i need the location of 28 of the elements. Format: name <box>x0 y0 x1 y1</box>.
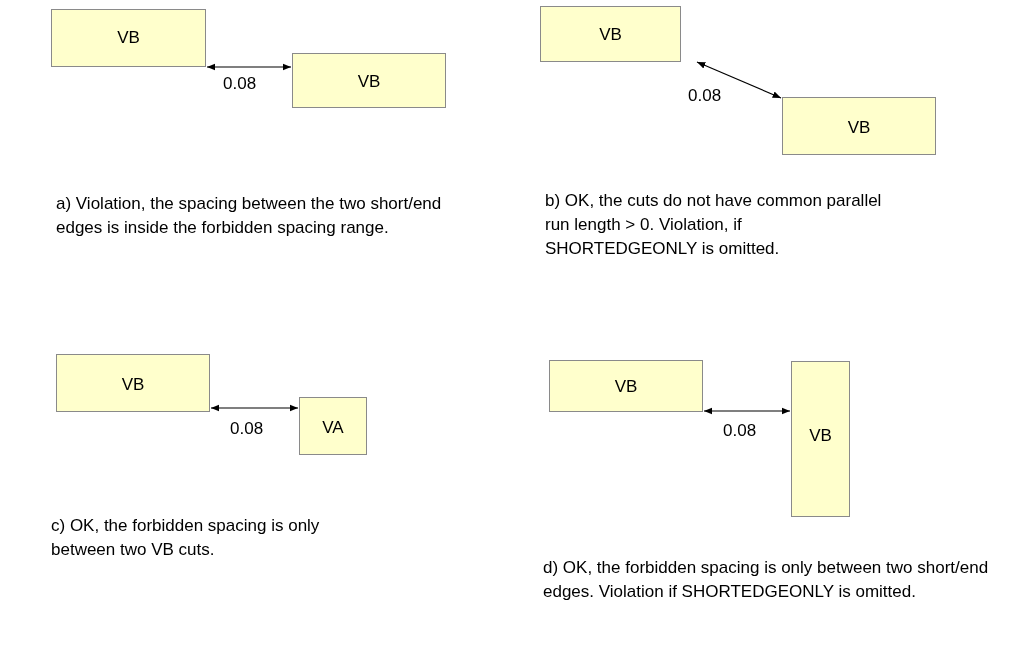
caption: c) OK, the forbidden spacing is only between two VB cuts. <box>51 515 321 561</box>
caption: a) Violation, the spacing between the two short/end edges is inside the forbidden spacing range. <box>56 193 443 239</box>
cut-label: VB <box>613 377 639 397</box>
cut-box <box>299 397 367 455</box>
caption: b) OK, the cuts do not have common parallel run length > 0. Violation, if SHORTEDGEONLY is omitted. <box>545 190 883 260</box>
edge-label: 0.08 <box>688 85 722 107</box>
cut-box <box>51 9 206 67</box>
double-arrow <box>696 61 782 99</box>
double-arrow <box>206 63 292 71</box>
cut-label: VB <box>846 118 872 138</box>
cut-label: VB <box>356 72 382 92</box>
edge-label: 0.08 <box>223 73 257 95</box>
caption: d) OK, the forbidden spacing is only between two short/end edges. Violation if SHORTEDGEONLY is omitted. <box>543 557 990 603</box>
cut-label: VA <box>321 418 345 438</box>
cut-box <box>549 360 703 412</box>
edge-label: 0.08 <box>230 418 264 440</box>
cut-label: VB <box>808 426 833 446</box>
cut-box <box>292 53 446 108</box>
cut-box <box>782 97 936 155</box>
cut-label: VB <box>116 28 141 48</box>
cut-label: VB <box>598 25 623 45</box>
double-arrow <box>210 404 299 412</box>
cut-box <box>791 361 850 517</box>
cut-box <box>540 6 681 62</box>
cut-label: VB <box>120 375 146 395</box>
edge-label: 0.08 <box>723 420 757 442</box>
cut-box <box>56 354 210 412</box>
double-arrow <box>703 407 791 415</box>
